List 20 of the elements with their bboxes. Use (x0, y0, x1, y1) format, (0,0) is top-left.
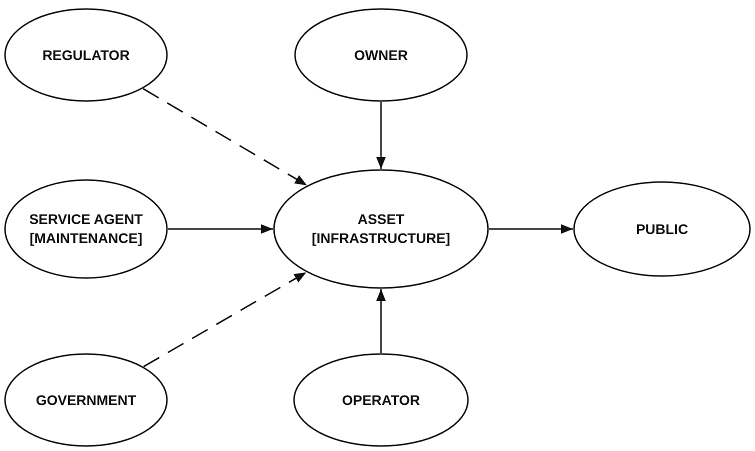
node-label: SERVICE AGENT [MAINTENANCE] (28, 210, 144, 248)
arrow (142, 88, 308, 186)
node-label: ASSET [INFRASTRUCTURE] (310, 210, 452, 248)
arrow (376, 102, 386, 169)
ellipse-node (4, 353, 168, 447)
ellipse-node (273, 169, 489, 289)
ellipse-node (4, 8, 168, 102)
node-label: REGULATOR (42, 46, 130, 64)
ellipse-node (293, 353, 469, 447)
arrow (489, 224, 573, 234)
node-label: OPERATOR (342, 390, 420, 410)
ellipse-node (573, 181, 751, 277)
node-label: PUBLIC (636, 220, 688, 238)
arrow (143, 272, 307, 368)
arrow (376, 289, 386, 353)
node-label: GOVERNMENT (36, 390, 136, 410)
ellipse-node (4, 179, 168, 279)
ellipse-node (294, 8, 468, 102)
arrow (168, 224, 273, 234)
node-label: OWNER (354, 46, 408, 64)
